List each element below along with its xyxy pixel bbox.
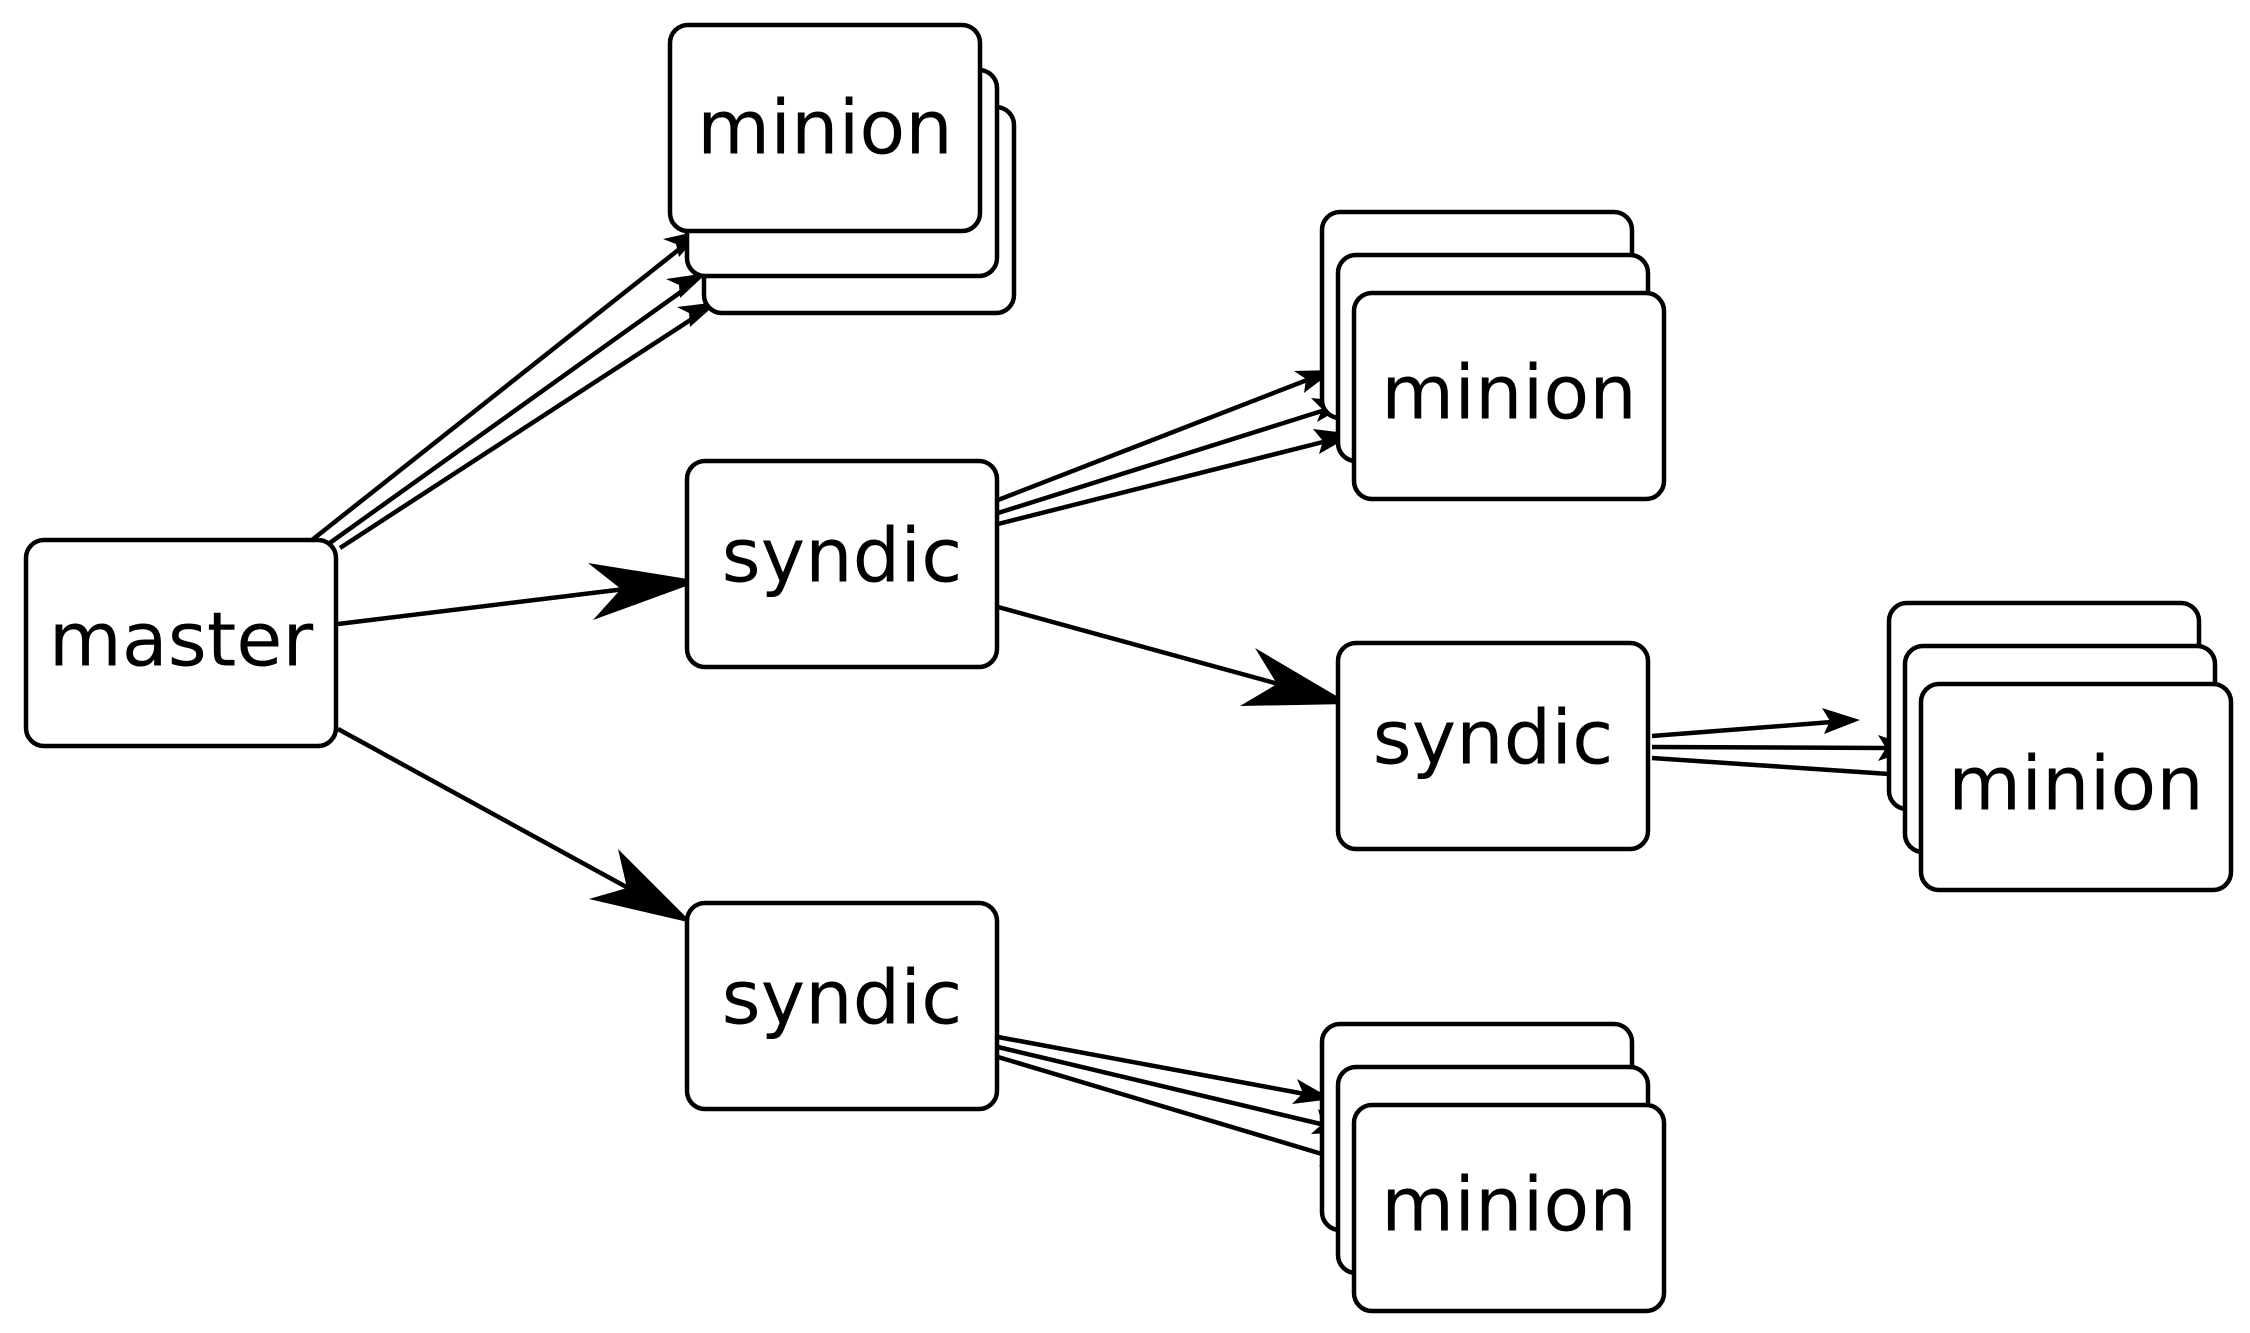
syndic-node-top: syndic (684, 458, 1000, 670)
minion-stack-syndic-nested: minion (1886, 600, 2234, 893)
edge-syndic-top-to-syndic-nested (997, 604, 1350, 706)
syndic-node-nested: syndic (1335, 640, 1651, 852)
master-node: master (23, 537, 339, 749)
edge-master-to-minions (310, 230, 718, 550)
edge-master-to-syndic-bottom (336, 727, 692, 923)
minion-stack-master: minion (667, 22, 1017, 316)
edge-syndic-top-to-minions (997, 370, 1354, 527)
minion-label: minion (1381, 349, 1637, 437)
minion-label: minion (1381, 1161, 1637, 1249)
syndic-label: syndic (1373, 694, 1614, 782)
syndic-label: syndic (722, 954, 963, 1042)
edge-syndic-bottom-to-minions (997, 1034, 1359, 1166)
edge-master-to-syndic-top (337, 563, 700, 627)
master-label: master (49, 596, 314, 684)
edges (310, 230, 1932, 1166)
syndic-label: syndic (722, 512, 963, 600)
minion-label: minion (1948, 740, 2204, 828)
minion-label: minion (697, 84, 953, 172)
minion-stack-syndic-bottom: minion (1319, 1021, 1667, 1314)
syndic-node-bottom: syndic (684, 900, 1000, 1112)
minion-stack-syndic-top: minion (1319, 209, 1667, 502)
